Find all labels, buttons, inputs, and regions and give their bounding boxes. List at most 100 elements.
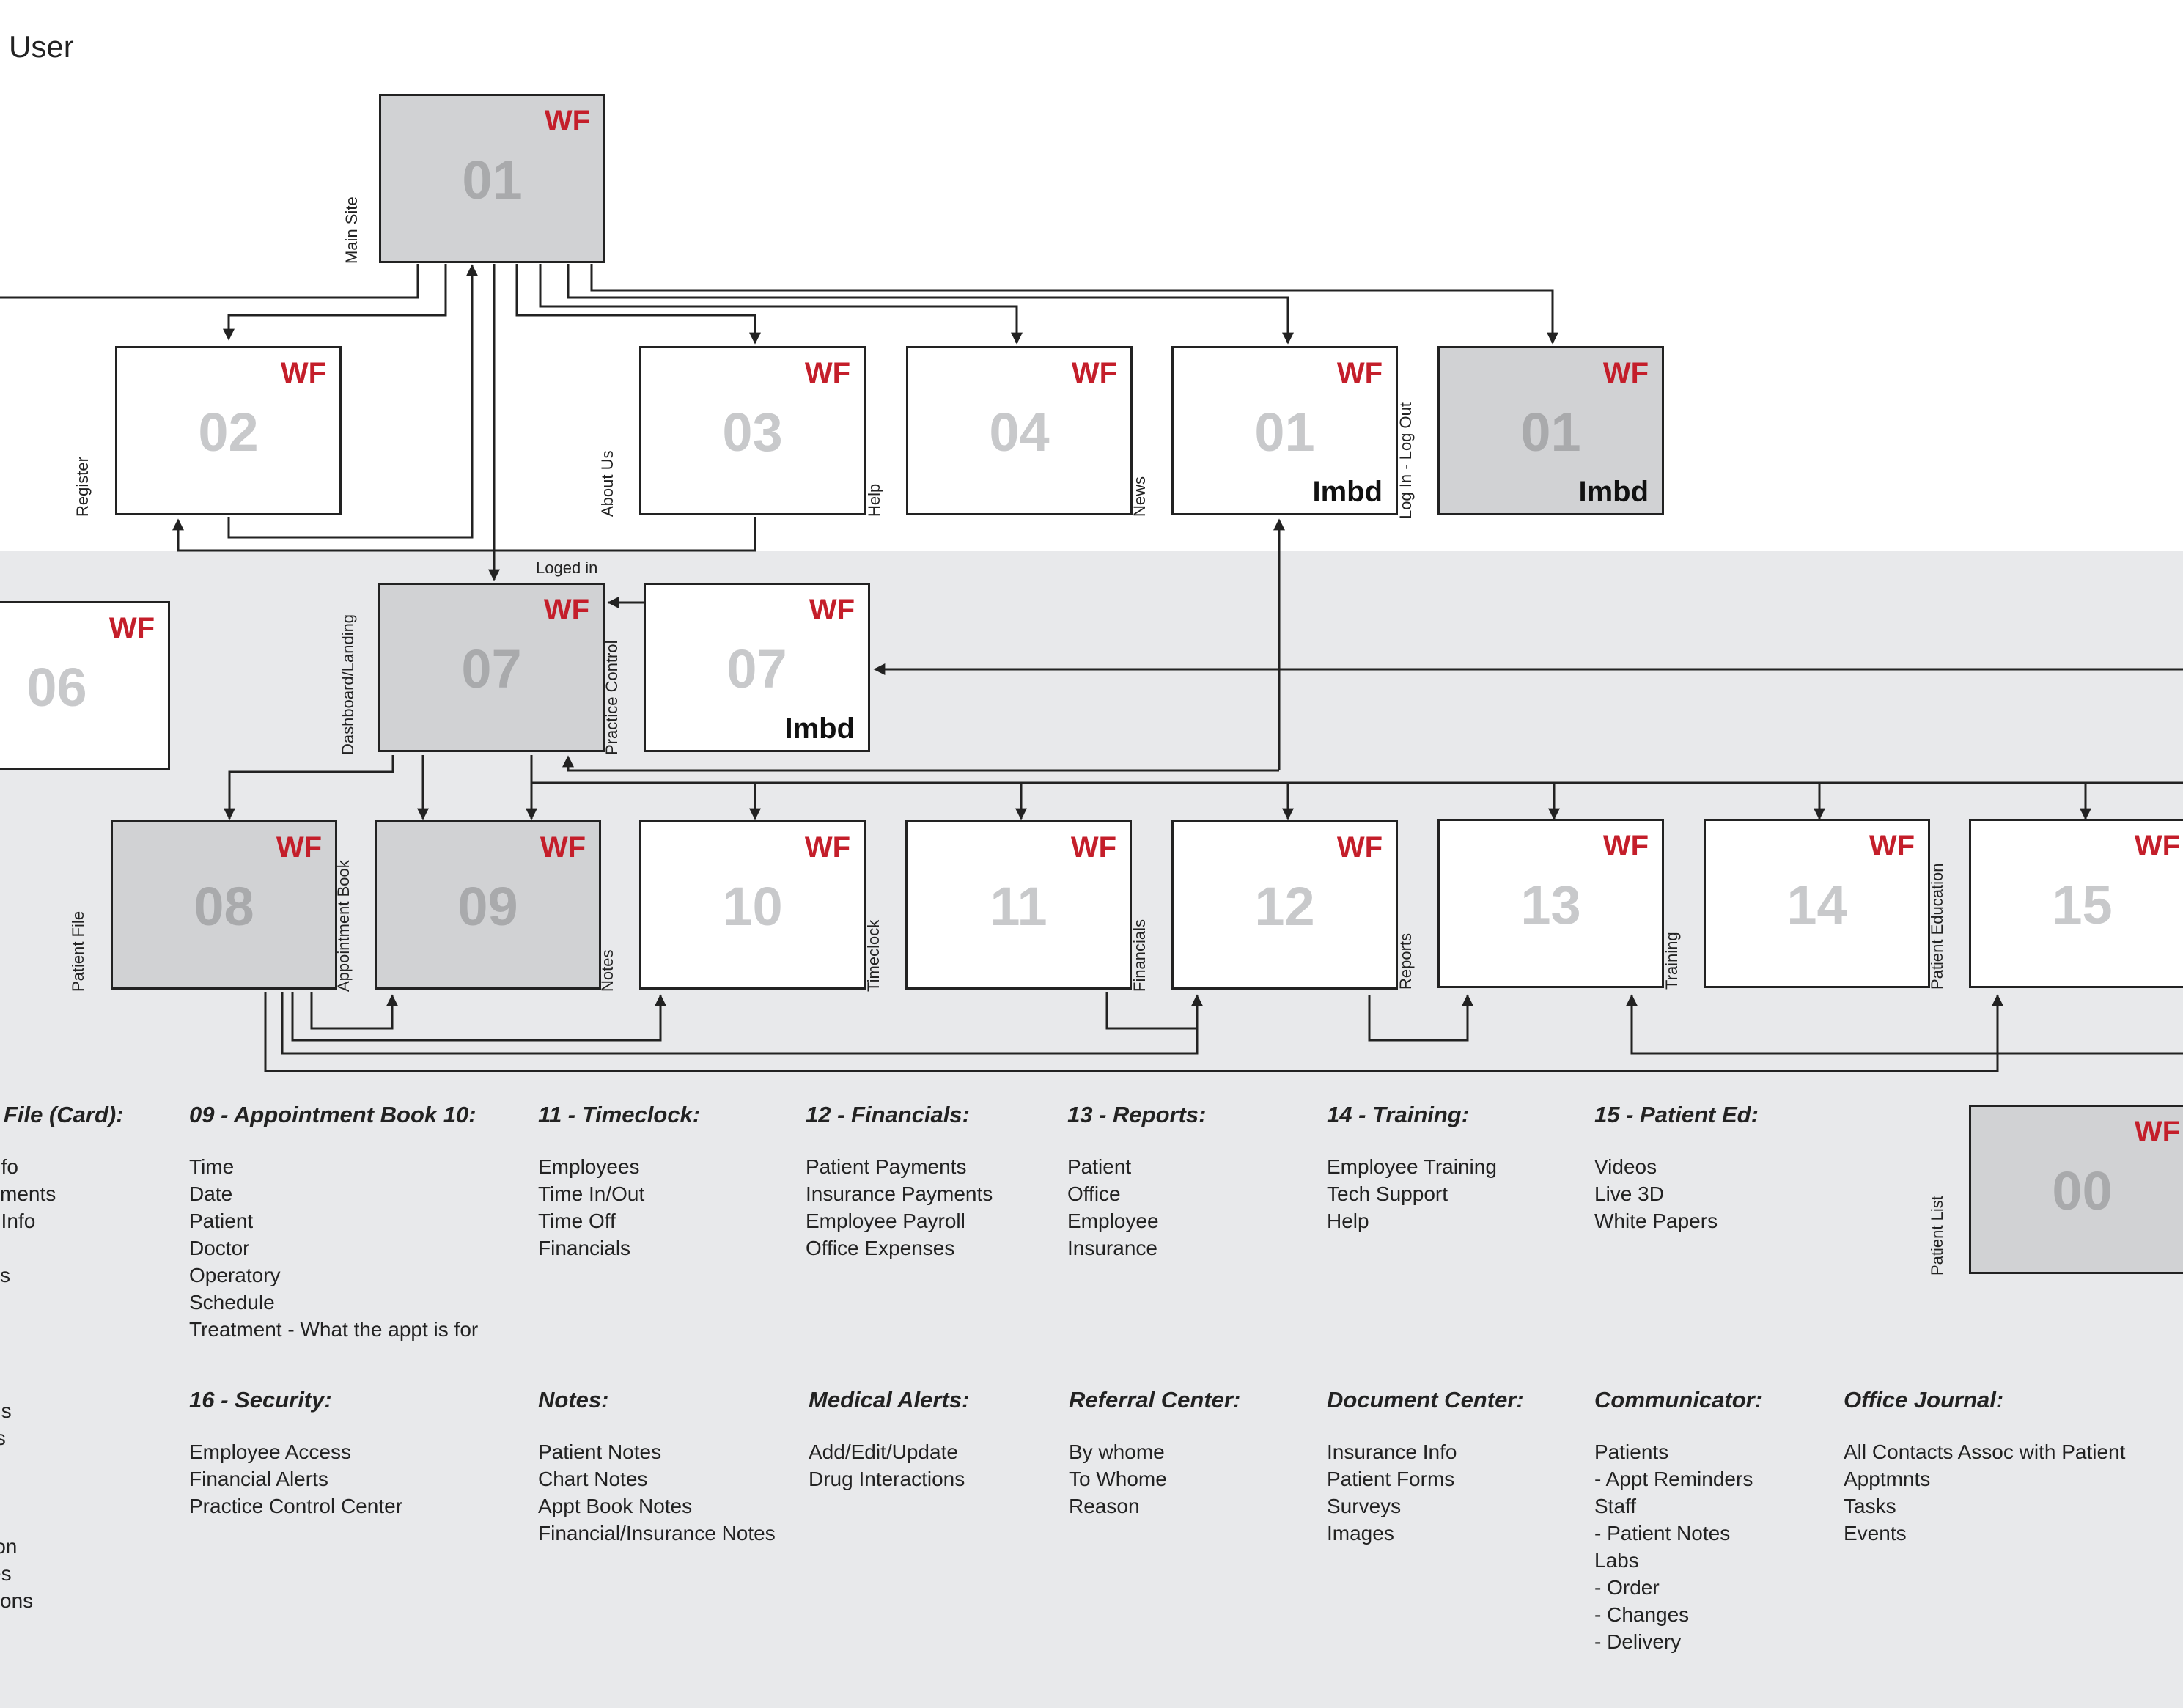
box-06[interactable]: WF 06 <box>0 601 170 770</box>
column-item: To Whome <box>1069 1468 1167 1490</box>
wf-tag: WF <box>543 594 589 626</box>
box-15-patient-education[interactable]: WF 15 <box>1969 819 2183 988</box>
column-item: Insurance Payments <box>806 1182 993 1205</box>
box-11-timeclock[interactable]: WF 11 <box>905 820 1132 990</box>
column-item: Employee <box>1067 1210 1159 1232</box>
box-03-about-us[interactable]: WF 03 <box>639 346 866 515</box>
column-item: Appt Book Notes <box>538 1495 693 1517</box>
line-main-to-02 <box>223 264 447 341</box>
box-number: 07 <box>726 638 787 699</box>
column-item <box>0 1343 124 1370</box>
column-item: Images <box>1327 1522 1394 1545</box>
wf-tag: WF <box>804 831 850 864</box>
column-item: Patient Forms <box>1327 1468 1455 1490</box>
column-item: Patient Payments <box>806 1155 967 1178</box>
line-02-to-main <box>227 264 478 539</box>
wf-tag: WF <box>1336 357 1383 389</box>
column-item: Employee Training <box>1327 1155 1497 1178</box>
column-heading: 14 - Training: <box>1327 1102 1470 1127</box>
box-01-main-site[interactable]: WF 01 <box>379 94 605 263</box>
column-heading: 11 - Timeclock: <box>538 1102 701 1127</box>
column-heading: Referral Center: <box>1069 1387 1241 1413</box>
wf-tag: WF <box>1071 357 1117 389</box>
column-item: Chart Notes <box>538 1468 648 1490</box>
column-item: cs <box>0 1264 10 1286</box>
line-11-to-12 <box>1105 992 1197 1030</box>
column-heading: t File (Card): <box>0 1102 124 1127</box>
column-item: Staff <box>1594 1495 1637 1517</box>
column-item: Help <box>1327 1210 1369 1232</box>
line-03-to-02 <box>172 517 756 552</box>
column-heading: Notes: <box>538 1387 609 1413</box>
column-item: ts <box>0 1427 6 1449</box>
wf-tag: WF <box>1869 830 1915 862</box>
box-09-appointment-book[interactable]: WF 09 <box>375 820 601 990</box>
box-10-notes[interactable]: WF 10 <box>639 820 866 990</box>
box-number: 00 <box>2052 1160 2113 1221</box>
box-number: 02 <box>198 402 259 463</box>
column-item: Insurance Info <box>1327 1440 1457 1463</box>
column-item: Patient <box>189 1210 254 1232</box>
column-item: Labs <box>1594 1549 1639 1572</box>
column-item: Drug Interactions <box>809 1468 965 1490</box>
box-04-help[interactable]: WF 04 <box>906 346 1133 515</box>
box-number: 03 <box>722 402 783 463</box>
box-number: 11 <box>990 876 1048 937</box>
wf-tag: WF <box>2134 1116 2180 1148</box>
column-item: Employee Access <box>189 1440 351 1463</box>
column-heading: Communicator: <box>1594 1387 1763 1413</box>
column-item: - Order <box>1594 1576 1660 1599</box>
box-00-patient-list[interactable]: WF 00 <box>1969 1105 2183 1274</box>
line-main-to-04 <box>539 264 1023 345</box>
column-item: Treatment - What the appt is for <box>189 1318 479 1341</box>
column-heading: 13 - Reports: <box>1067 1102 1207 1127</box>
imbd-tag: Imbd <box>1312 476 1383 508</box>
column-item: Office Expenses <box>806 1237 955 1259</box>
box-12-financials[interactable]: WF 12 <box>1171 820 1398 990</box>
line-main-to-left <box>0 264 419 299</box>
column-item: Patient Notes <box>538 1440 662 1463</box>
box-01-news[interactable]: WF 01 Imbd <box>1171 346 1398 515</box>
box-01-login[interactable]: WF 01 Imbd <box>1437 346 1664 515</box>
imbd-tag: Imbd <box>1578 476 1649 508</box>
box-14-training[interactable]: WF 14 <box>1704 819 1930 988</box>
box-number: 10 <box>722 876 783 937</box>
page-title: User <box>9 29 74 64</box>
box-number: 04 <box>989 402 1050 463</box>
wf-tag: WF <box>1602 830 1649 862</box>
line-08-to-12 <box>281 992 1203 1055</box>
column-item: Employees <box>538 1155 640 1178</box>
column-item: Surveys <box>1327 1495 1402 1517</box>
column-item: Insurance <box>1067 1237 1157 1259</box>
column-item: Tech Support <box>1327 1182 1448 1205</box>
line-08-to-09 <box>310 992 398 1030</box>
box-number: 14 <box>1786 875 1847 935</box>
column-heading: 15 - Patient Ed: <box>1594 1102 1759 1127</box>
col-patient-file: t File (Card):nfoymentst Info cs usts s … <box>0 1102 124 1614</box>
line-08-to-10 <box>291 992 666 1042</box>
box-13-reports[interactable]: WF 13 <box>1437 819 1664 988</box>
line-main-to-news <box>567 264 1294 345</box>
box-07-dashboard[interactable]: WF 07 <box>378 583 605 752</box>
column-item: White Papers <box>1594 1210 1718 1232</box>
column-item: Videos <box>1594 1155 1657 1178</box>
column-item: ion <box>0 1535 18 1558</box>
wf-tag: WF <box>809 594 855 626</box>
loged-in-label: Loged in <box>536 559 598 577</box>
column-item: Patient <box>1067 1155 1132 1178</box>
box-08-patient-file[interactable]: WF 08 <box>111 820 337 990</box>
column-item: Time <box>189 1155 235 1178</box>
box-02-register[interactable]: WF 02 <box>115 346 342 515</box>
column-item: Operatory <box>189 1264 281 1286</box>
column-item <box>0 1289 124 1316</box>
column-item: All Contacts Assoc with Patient <box>1844 1440 2126 1463</box>
box-07-practice-control[interactable]: WF 07 Imbd <box>644 583 870 752</box>
column-item: Time In/Out <box>538 1182 645 1205</box>
column-item: Employee Payroll <box>806 1210 965 1232</box>
column-item: yments <box>0 1182 56 1205</box>
